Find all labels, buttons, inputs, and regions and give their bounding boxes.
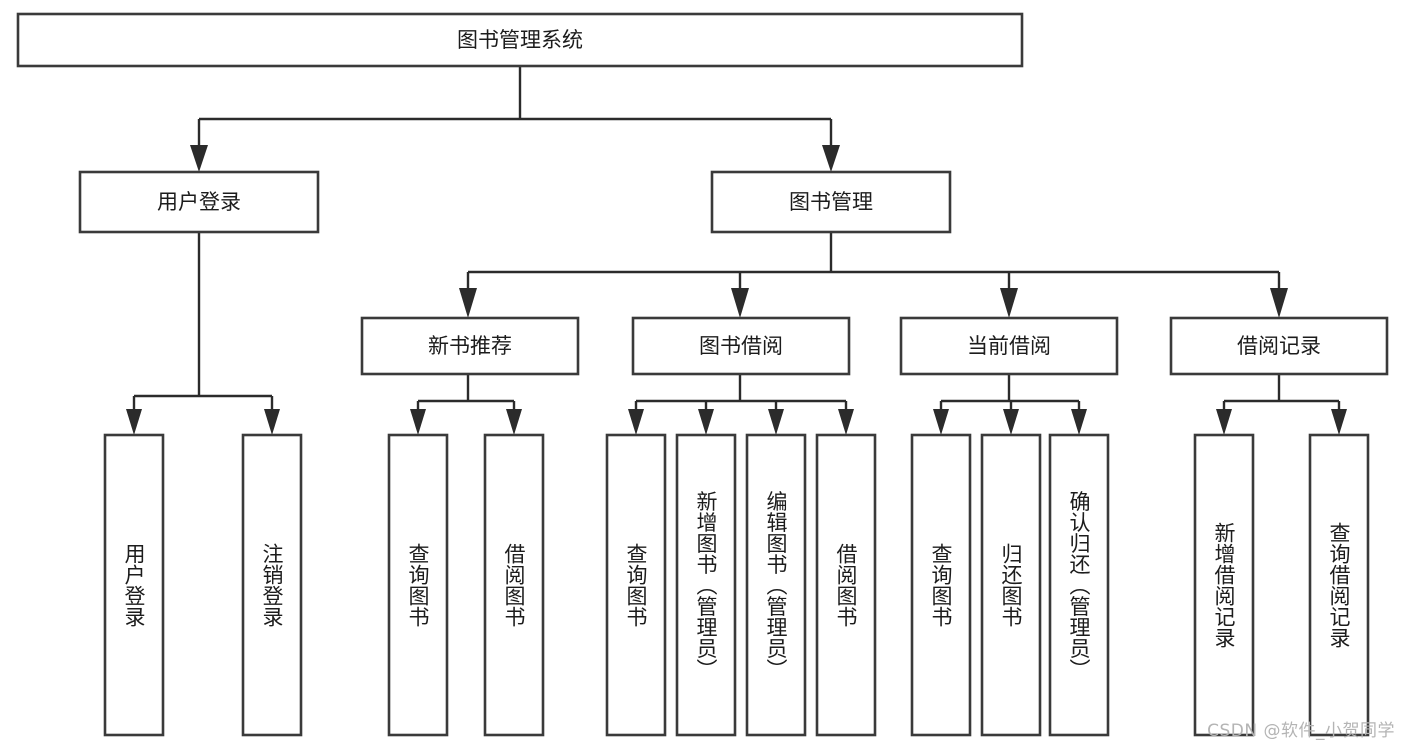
arrow-head-leaf-query-book-3 — [933, 409, 949, 435]
node-leaf-query-record[interactable]: 查询借阅记录 — [1308, 433, 1370, 737]
node-leaf-add-record-label: 新增借阅记录 — [1212, 522, 1236, 648]
node-leaf-borrow-book-2-label: 借阅图书 — [834, 543, 858, 627]
node-leaf-query-book-2-box[interactable] — [605, 433, 667, 737]
node-leaf-user-logout-label: 注销登录 — [260, 543, 284, 627]
node-leaf-confirm-return[interactable]: 确认归还（管理员） — [1048, 433, 1110, 737]
connectors-book-management-to-level3 — [459, 232, 1288, 318]
csdn-watermark: CSDN @软件_小贺同学 — [1207, 721, 1395, 741]
node-leaf-query-book-2[interactable]: 查询图书 — [605, 433, 667, 737]
node-leaf-add-book-label: 新增图书（管理员） — [694, 491, 718, 680]
node-new-book-recommend-label: 新书推荐 — [428, 334, 512, 358]
node-root[interactable]: 图书管理系统 — [16, 12, 1024, 68]
node-new-book-recommend[interactable]: 新书推荐 — [360, 316, 580, 376]
node-leaf-borrow-book-2[interactable]: 借阅图书 — [815, 433, 877, 737]
node-leaf-borrow-book-1-box[interactable] — [483, 433, 545, 737]
node-root-box[interactable] — [16, 12, 1024, 68]
arrow-head-leaf-user-login — [126, 409, 142, 435]
arrow-head-book-borrow — [731, 288, 749, 318]
node-book-management-box[interactable] — [710, 170, 952, 234]
node-user-login-box[interactable] — [78, 170, 320, 234]
node-leaf-query-book-3-box[interactable] — [910, 433, 972, 737]
node-leaf-user-logout[interactable]: 注销登录 — [241, 433, 303, 737]
node-leaf-confirm-return-label: 确认归还（管理员） — [1067, 491, 1091, 680]
arrow-head-new-book-recommend — [459, 288, 477, 318]
connectors-new-book-recommend-to-leaves — [410, 374, 522, 435]
connectors-user-login-to-leaves — [126, 232, 280, 435]
arrow-head-leaf-user-logout — [264, 409, 280, 435]
node-leaf-query-book-3-label: 查询图书 — [929, 543, 953, 627]
node-leaf-return-book-box[interactable] — [980, 433, 1042, 737]
node-book-management-label: 图书管理 — [789, 190, 873, 214]
node-leaf-return-book-label: 归还图书 — [999, 543, 1023, 627]
node-leaf-query-book-3[interactable]: 查询图书 — [910, 433, 972, 737]
arrow-head-leaf-add-record — [1216, 409, 1232, 435]
node-leaf-user-login-box[interactable] — [103, 433, 165, 737]
node-leaf-user-login-label: 用户登录 — [122, 543, 146, 627]
arrow-head-leaf-return-book — [1003, 409, 1019, 435]
node-leaf-user-logout-box[interactable] — [241, 433, 303, 737]
arrow-head-leaf-query-record — [1331, 409, 1347, 435]
node-leaf-borrow-book-2-box[interactable] — [815, 433, 877, 737]
node-leaf-return-book[interactable]: 归还图书 — [980, 433, 1042, 737]
arrow-head-user-login — [190, 145, 208, 172]
arrow-head-leaf-query-book-1 — [410, 409, 426, 435]
node-leaf-edit-book-box[interactable] — [745, 433, 807, 737]
node-new-book-recommend-box[interactable] — [360, 316, 580, 376]
arrow-head-book-management — [822, 145, 840, 172]
node-leaf-borrow-book-1-label: 借阅图书 — [502, 543, 526, 627]
node-leaf-add-book[interactable]: 新增图书（管理员） — [675, 433, 737, 737]
node-leaf-user-login[interactable]: 用户登录 — [103, 433, 165, 737]
node-leaf-query-book-1-label: 查询图书 — [406, 543, 430, 627]
connectors-current-borrow-to-leaves — [933, 374, 1087, 435]
node-leaf-edit-book[interactable]: 编辑图书（管理员） — [745, 433, 807, 737]
node-user-login[interactable]: 用户登录 — [78, 170, 320, 234]
node-leaf-query-record-label: 查询借阅记录 — [1327, 522, 1351, 648]
node-root-label: 图书管理系统 — [457, 28, 583, 52]
node-leaf-query-book-2-label: 查询图书 — [624, 543, 648, 627]
arrow-head-leaf-edit-book — [768, 409, 784, 435]
node-book-borrow-box[interactable] — [631, 316, 851, 376]
connectors-book-borrow-to-leaves — [628, 374, 854, 435]
node-book-borrow-label: 图书借阅 — [699, 334, 783, 358]
node-leaf-query-book-1[interactable]: 查询图书 — [387, 433, 449, 737]
node-user-login-label: 用户登录 — [157, 190, 241, 214]
node-book-borrow[interactable]: 图书借阅 — [631, 316, 851, 376]
node-leaf-query-record-box[interactable] — [1308, 433, 1370, 737]
connectors-root-to-level2 — [190, 66, 840, 172]
node-book-management[interactable]: 图书管理 — [710, 170, 952, 234]
arrow-head-borrow-record — [1270, 288, 1288, 318]
node-borrow-record[interactable]: 借阅记录 — [1169, 316, 1389, 376]
node-borrow-record-box[interactable] — [1169, 316, 1389, 376]
arrow-head-leaf-add-book — [698, 409, 714, 435]
arrow-head-leaf-borrow-book-2 — [838, 409, 854, 435]
arrow-head-current-borrow — [1000, 288, 1018, 318]
arrow-head-leaf-confirm-return — [1071, 409, 1087, 435]
node-leaf-borrow-book-1[interactable]: 借阅图书 — [483, 433, 545, 737]
node-leaf-add-record[interactable]: 新增借阅记录 — [1193, 433, 1255, 737]
arrow-head-leaf-query-book-2 — [628, 409, 644, 435]
node-leaf-confirm-return-box[interactable] — [1048, 433, 1110, 737]
node-current-borrow[interactable]: 当前借阅 — [899, 316, 1119, 376]
node-current-borrow-box[interactable] — [899, 316, 1119, 376]
node-borrow-record-label: 借阅记录 — [1237, 334, 1321, 358]
arrow-head-leaf-borrow-book-1 — [506, 409, 522, 435]
node-leaf-add-record-box[interactable] — [1193, 433, 1255, 737]
node-current-borrow-label: 当前借阅 — [967, 334, 1051, 358]
node-leaf-query-book-1-box[interactable] — [387, 433, 449, 737]
connectors-borrow-record-to-leaves — [1216, 374, 1347, 435]
node-leaf-add-book-box[interactable] — [675, 433, 737, 737]
node-leaf-edit-book-label: 编辑图书（管理员） — [764, 491, 788, 680]
